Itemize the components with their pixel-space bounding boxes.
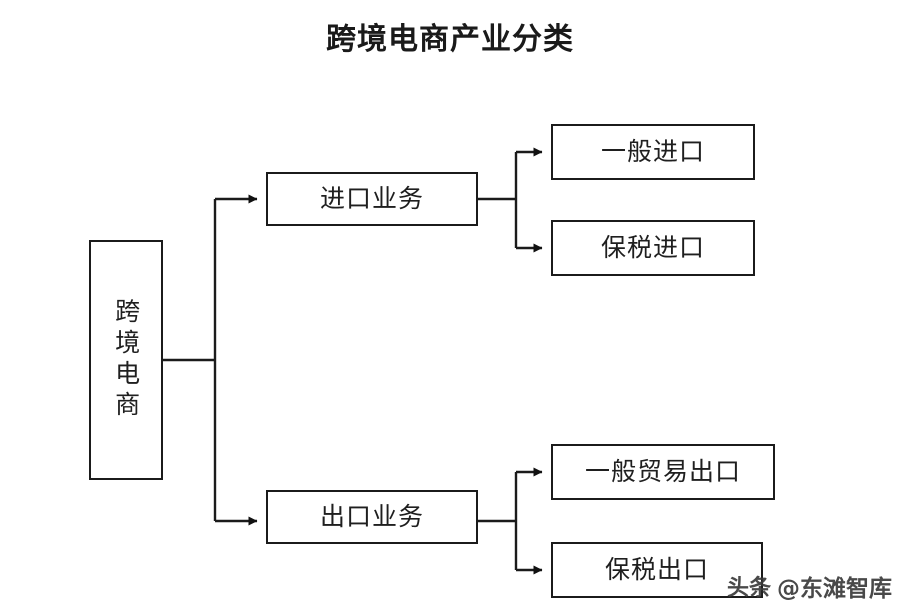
node-root-cross-border-ecommerce[interactable]: 跨境电商: [89, 240, 163, 480]
node-bonded-export[interactable]: 保税出口: [551, 542, 763, 598]
watermark: 头条 @东滩智库: [727, 569, 892, 603]
watermark-handle: @东滩智库: [777, 576, 892, 602]
node-general-import[interactable]: 一般进口: [551, 124, 755, 180]
node-bonded-import[interactable]: 保税进口: [551, 220, 755, 276]
node-import-business[interactable]: 进口业务: [266, 172, 478, 226]
toutiao-logo-icon: 头条: [726, 576, 771, 601]
node-general-trade-export[interactable]: 一般贸易出口: [551, 444, 775, 500]
node-export-business[interactable]: 出口业务: [266, 490, 478, 544]
page-title: 跨境电商产业分类: [326, 22, 574, 57]
